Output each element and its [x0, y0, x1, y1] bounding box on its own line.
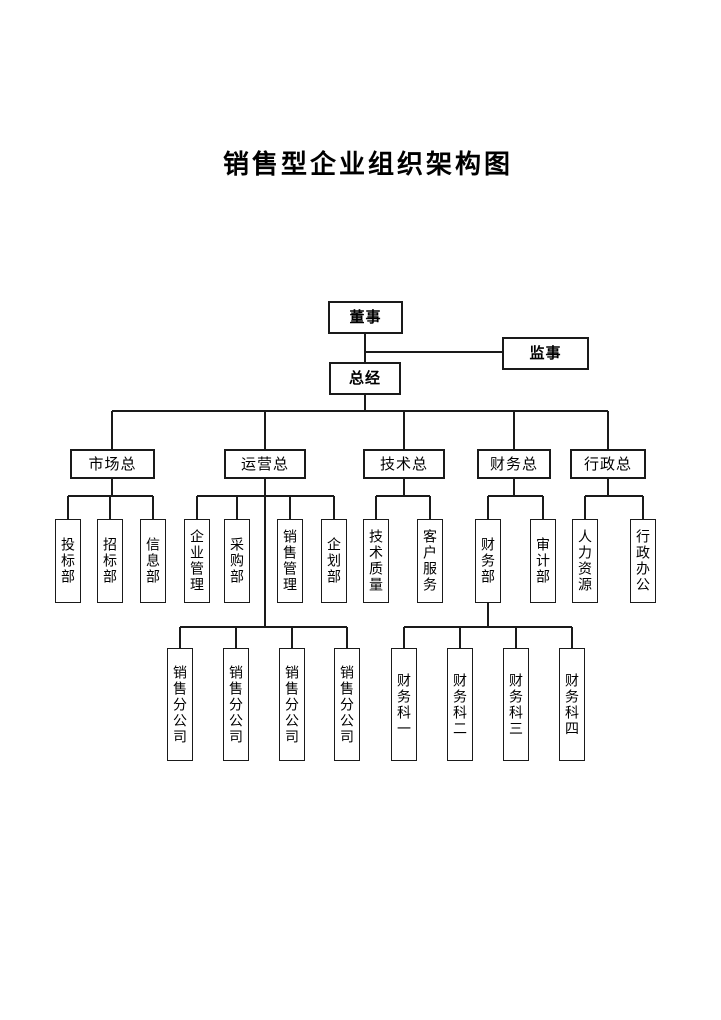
department-node-sales-management: 销售管理 — [277, 519, 303, 603]
division-node-marketing: 市场总 — [70, 449, 155, 479]
finance-section-node-1: 财务科一 — [391, 648, 417, 761]
department-node-bidding: 投标部 — [55, 519, 81, 603]
org-chart-title: 销售型企业组织架构图 — [222, 149, 514, 179]
sales-branch-node-1: 销售分公司 — [167, 648, 193, 761]
division-node-administration: 行政总 — [570, 449, 646, 479]
department-node-information: 信息部 — [140, 519, 166, 603]
finance-section-node-3: 财务科三 — [503, 648, 529, 761]
finance-section-node-4: 财务科四 — [559, 648, 585, 761]
division-node-operations: 运营总 — [224, 449, 306, 479]
sales-branch-node-4: 销售分公司 — [334, 648, 360, 761]
department-node-enterprise-management: 企业管理 — [184, 519, 210, 603]
division-node-finance: 财务总 — [477, 449, 551, 479]
general-manager-node: 总经 — [329, 362, 401, 395]
division-node-technology: 技术总 — [363, 449, 445, 479]
department-node-tendering: 招标部 — [97, 519, 123, 603]
department-node-audit: 审计部 — [530, 519, 556, 603]
department-node-technical-quality: 技术质量 — [363, 519, 389, 603]
department-node-finance-dept: 财务部 — [475, 519, 501, 603]
department-node-customer-service: 客户服务 — [417, 519, 443, 603]
sales-branch-node-3: 销售分公司 — [279, 648, 305, 761]
finance-section-node-2: 财务科二 — [447, 648, 473, 761]
sales-branch-node-2: 销售分公司 — [223, 648, 249, 761]
board-node: 董事 — [328, 301, 403, 334]
department-node-planning: 企划部 — [321, 519, 347, 603]
supervisor-node: 监事 — [502, 337, 589, 370]
department-node-purchasing: 采购部 — [224, 519, 250, 603]
department-node-human-resources: 人力资源 — [572, 519, 598, 603]
department-node-admin-office: 行政办公 — [630, 519, 656, 603]
